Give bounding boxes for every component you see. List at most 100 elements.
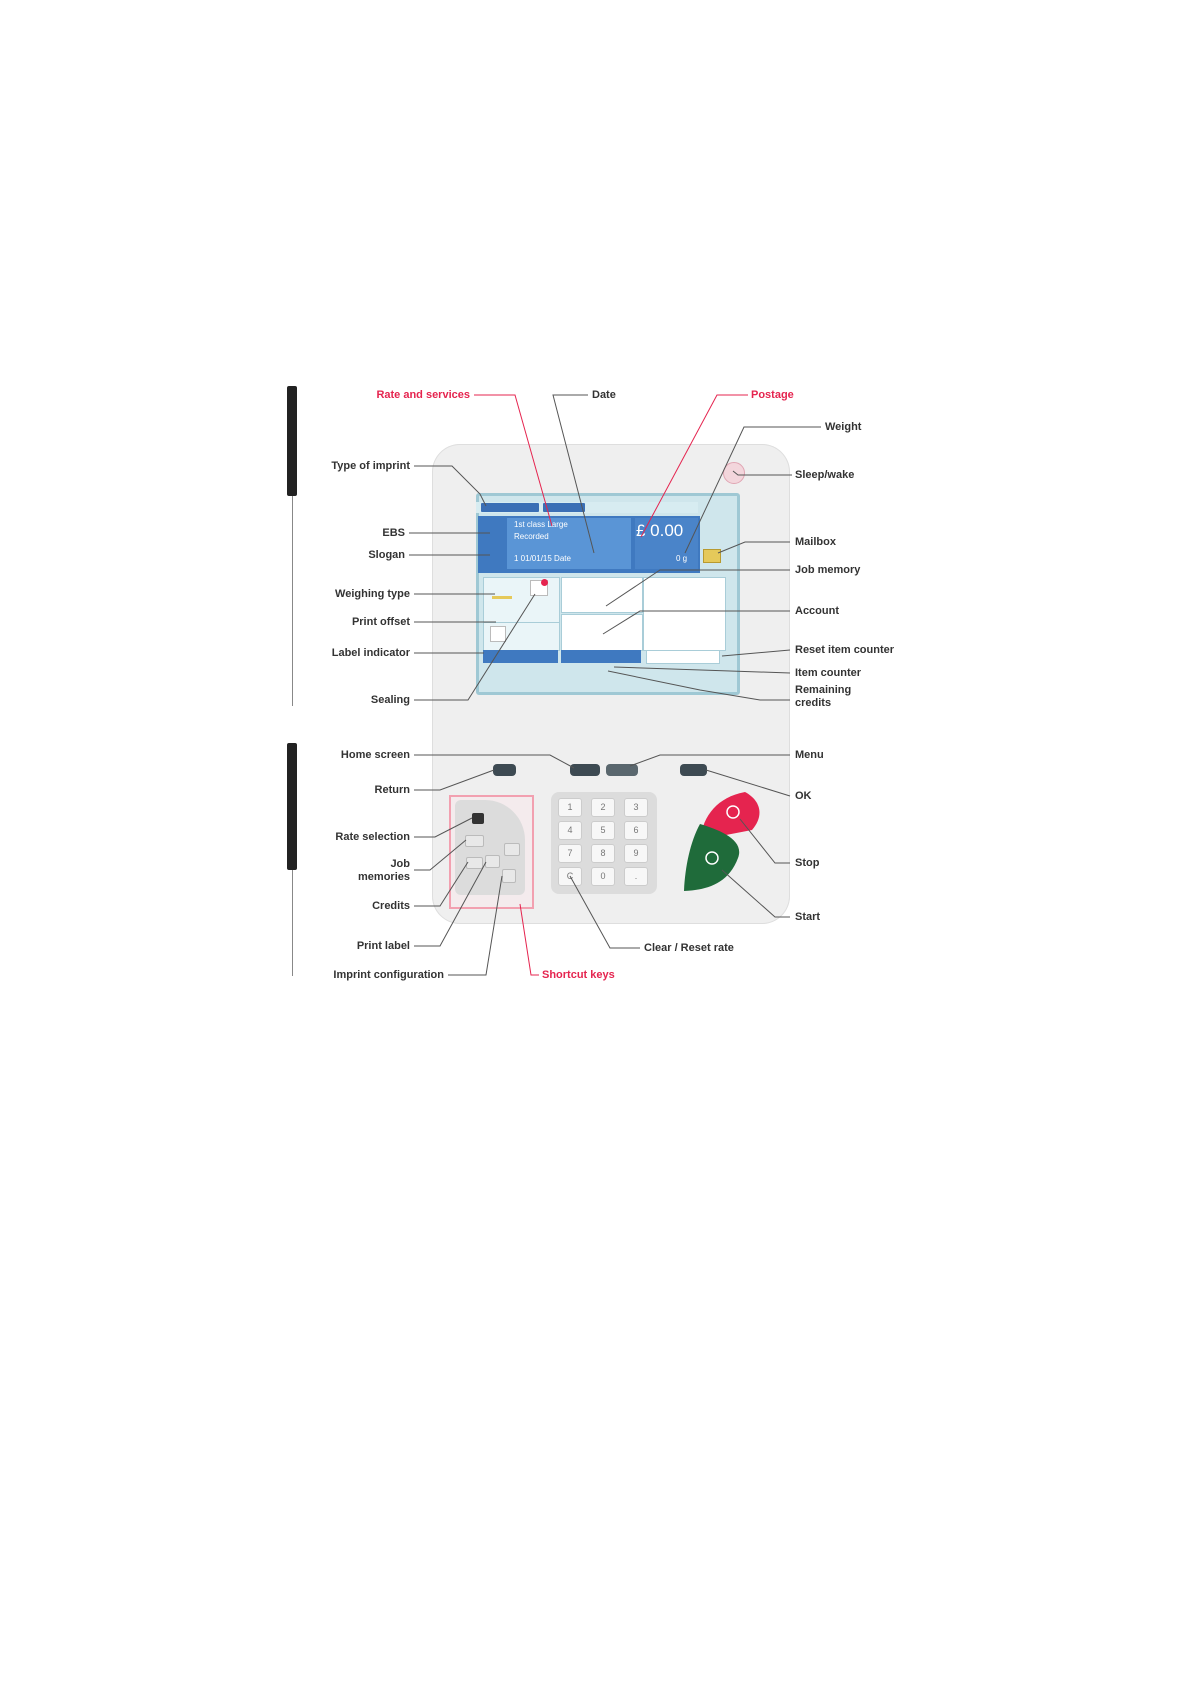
screen-rate-line-2: Recorded <box>514 532 549 541</box>
line-reset-item-counter <box>721 649 791 657</box>
item-counter-bar <box>561 650 641 663</box>
label-indicator-bar <box>483 650 558 663</box>
line-sleep-wake <box>732 470 792 476</box>
screen-date-line: 1 01/01/15 Date <box>514 554 571 563</box>
ebs-key[interactable] <box>504 843 520 856</box>
keypad-key[interactable]: 0 <box>591 867 615 886</box>
line-mailbox <box>717 541 790 554</box>
line-item-counter <box>613 666 791 674</box>
section-marker-screen <box>287 386 297 496</box>
section-marker-control-panel <box>287 743 297 870</box>
section-rule-screen <box>292 496 293 706</box>
label-ebs: EBS <box>382 527 405 539</box>
line-weight <box>684 426 821 554</box>
line-home-screen <box>414 754 575 769</box>
second-tab[interactable] <box>543 503 585 512</box>
account-cell[interactable] <box>561 577 643 613</box>
label-job-memory: Job memory <box>795 564 861 576</box>
return-button[interactable] <box>493 764 516 776</box>
label-stop: Stop <box>795 857 820 869</box>
label-weight: Weight <box>825 421 862 433</box>
line-rate-selection <box>414 817 473 838</box>
rate-selection-key[interactable] <box>472 813 484 824</box>
label-shortcut-keys: Shortcut keys <box>542 969 615 981</box>
line-account <box>602 610 790 635</box>
keypad-key[interactable]: 2 <box>591 798 615 817</box>
print-label-key[interactable] <box>485 855 500 868</box>
print-offset-icon <box>490 626 506 642</box>
line-imprint-configuration <box>448 875 503 976</box>
line-shortcut-keys <box>519 903 539 976</box>
label-label-indicator: Label indicator <box>331 647 410 659</box>
section-rule-control-panel <box>292 870 293 976</box>
credits-key[interactable] <box>466 857 483 869</box>
reset-item-counter-button[interactable] <box>646 650 720 664</box>
label-reset-item-counter: Reset item counter <box>795 644 895 656</box>
right-info-cell <box>643 577 726 651</box>
label-rate-selection: Rate selection <box>335 831 410 843</box>
line-rate-services <box>474 394 553 527</box>
keypad-key[interactable]: 6 <box>624 821 648 840</box>
line-date <box>552 394 595 554</box>
ok-button[interactable] <box>680 764 707 776</box>
screen-weight-value: 0 g <box>676 554 688 563</box>
keypad-key[interactable]: 8 <box>591 844 615 863</box>
label-mailbox: Mailbox <box>795 536 836 548</box>
label-print-offset: Print offset <box>351 616 410 628</box>
screen-tab-bar <box>476 502 698 513</box>
line-credits <box>414 861 469 907</box>
sleep-wake-button[interactable] <box>723 462 745 484</box>
screen-main-panel <box>478 516 700 573</box>
home-screen-button[interactable] <box>570 764 600 776</box>
label-rate-and-services: Rate and services <box>376 389 470 401</box>
line-stop <box>739 818 790 864</box>
label-start: Start <box>795 911 821 923</box>
label-job-memories: Job memories <box>358 858 410 883</box>
line-sealing <box>414 593 536 701</box>
line-type-imprint <box>414 465 487 507</box>
start-icon <box>705 851 719 865</box>
label-remaining-credits: Remaining credits <box>795 684 852 709</box>
postage-panel <box>635 518 698 569</box>
keypad-key[interactable]: 7 <box>558 844 582 863</box>
label-weighing-type: Weighing type <box>335 588 410 600</box>
imprint-configuration-key[interactable] <box>502 869 516 883</box>
keypad-key[interactable]: 1 <box>558 798 582 817</box>
keypad-key[interactable]: 5 <box>591 821 615 840</box>
line-print-label <box>414 861 487 947</box>
keypad-key[interactable]: 3 <box>624 798 648 817</box>
start-button[interactable] <box>684 824 740 891</box>
line-remaining-credits <box>607 670 790 701</box>
label-clear-reset-rate: Clear / Reset rate <box>644 942 734 954</box>
label-slogan: Slogan <box>368 549 405 561</box>
weighing-scale-icon <box>492 582 512 599</box>
line-job-memories <box>414 839 467 871</box>
label-date: Date <box>592 389 616 401</box>
line-ok <box>705 769 791 797</box>
line-return <box>414 769 495 791</box>
label-sleep-wake: Sleep/wake <box>795 469 855 481</box>
keypad-key[interactable]: . <box>624 867 648 886</box>
label-account: Account <box>795 605 839 617</box>
line-clear-reset <box>569 875 640 949</box>
label-menu: Menu <box>795 749 824 761</box>
keypad-key[interactable]: 9 <box>624 844 648 863</box>
label-item-counter: Item counter <box>795 667 862 679</box>
mailbox-icon <box>703 549 721 563</box>
stop-icon <box>726 805 740 819</box>
menu-button[interactable] <box>606 764 638 776</box>
label-postage: Postage <box>751 389 794 401</box>
line-job-memory <box>605 569 790 607</box>
rate-services-panel[interactable] <box>507 518 631 569</box>
screen-rate-line-1: 1st class Large <box>514 520 568 529</box>
stop-button[interactable] <box>700 792 760 840</box>
sealing-red-dot-icon <box>541 579 548 586</box>
imprint-type-tab[interactable] <box>481 503 539 512</box>
line-menu <box>629 754 790 767</box>
keypad-key[interactable]: 4 <box>558 821 582 840</box>
label-home-screen: Home screen <box>340 749 410 761</box>
label-print-label: Print label <box>356 940 410 952</box>
label-return: Return <box>374 784 410 796</box>
